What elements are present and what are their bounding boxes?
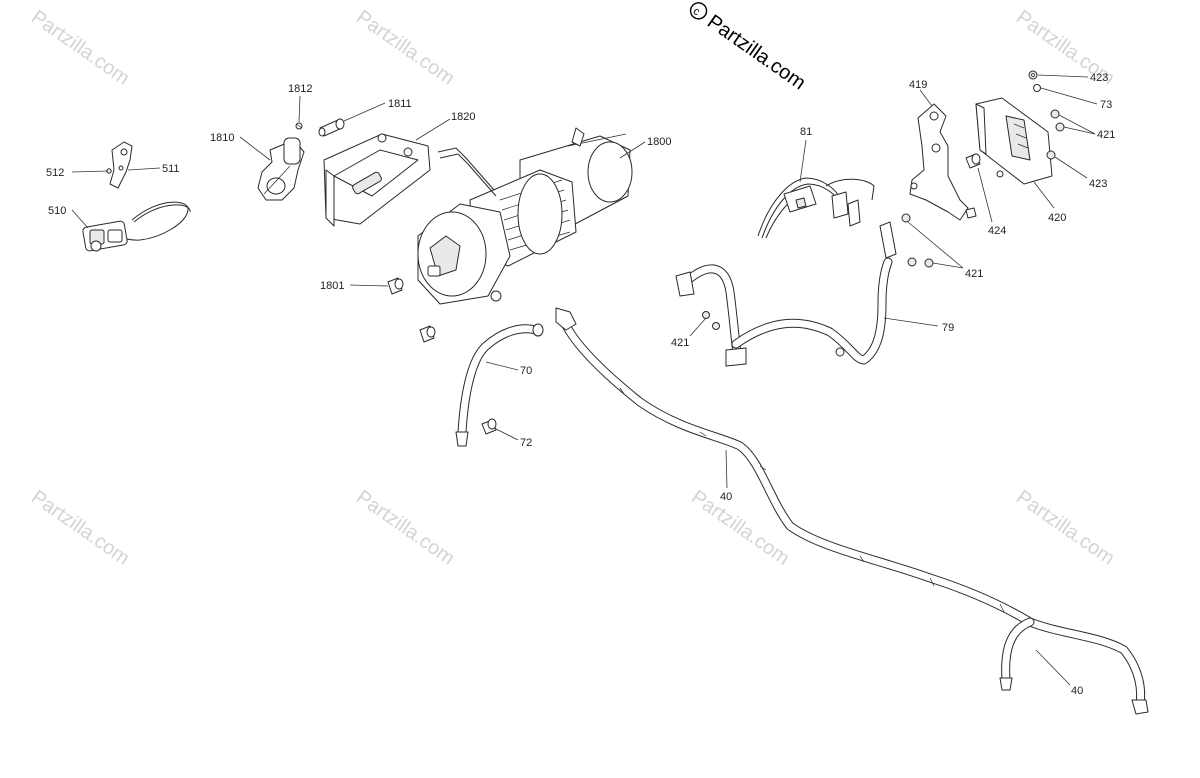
- callout-420: 420: [1048, 212, 1066, 224]
- part-419-bracket: [909, 103, 969, 221]
- callout-labels: 512 511 510 1810 1812 1811 1820 1800 180…: [46, 72, 1115, 697]
- part-79-cable: [675, 221, 897, 367]
- brand-watermark: c Partzilla.com: [689, 2, 810, 95]
- part-73-washer: [1033, 84, 1041, 92]
- part-424-bolt: [965, 153, 981, 219]
- part-423-nut: [1028, 70, 1038, 80]
- part-420-solenoid: [975, 97, 1053, 185]
- callout-512: 512: [46, 167, 64, 179]
- callout-423: 423: [1090, 72, 1108, 84]
- callout-73: 73: [1100, 99, 1112, 111]
- part-81-harness: [757, 177, 875, 239]
- callout-40: 40: [720, 491, 732, 503]
- watermark-text: Partzilla.com: [27, 6, 133, 90]
- callout-1800: 1800: [647, 136, 671, 148]
- callout-1811: 1811: [388, 98, 412, 110]
- callout-1801: 1801: [320, 280, 344, 292]
- callout-421-mid: 421: [965, 268, 983, 280]
- part-511-bracket: [109, 141, 133, 189]
- brand-text: Partzilla.com: [703, 11, 809, 95]
- callout-511: 511: [162, 163, 180, 175]
- part-421-nut-3: [702, 311, 720, 330]
- part-40-cable: [555, 307, 1149, 715]
- part-1801-bolt-2: [419, 325, 436, 343]
- callout-421-left: 421: [671, 337, 689, 349]
- callout-72: 72: [520, 437, 532, 449]
- part-1801-bolt: [387, 277, 404, 295]
- part-421-nut-2: [901, 213, 934, 268]
- callout-424: 424: [988, 225, 1006, 237]
- callout-70: 70: [520, 365, 532, 377]
- watermark-text: Partzilla.com: [1012, 486, 1118, 570]
- part-72-bolt: [481, 418, 497, 435]
- callout-81: 81: [800, 126, 812, 138]
- part-70-cable: [455, 323, 544, 447]
- svg-text:c: c: [691, 5, 703, 18]
- callout-40-lower: 40: [1071, 685, 1083, 697]
- copyright-icon: [689, 2, 708, 20]
- part-510-switch: [82, 201, 191, 252]
- callout-510: 510: [48, 205, 66, 217]
- leader-lines: [71, 74, 1098, 686]
- callout-421: 421: [1097, 129, 1115, 141]
- part-1800-winch: [417, 127, 633, 305]
- watermark-text: Partzilla.com: [352, 6, 458, 90]
- callout-419: 419: [909, 79, 927, 91]
- watermark-text: Partzilla.com: [352, 486, 458, 570]
- callout-1812: 1812: [288, 83, 312, 95]
- part-423-nut-2: [1046, 150, 1056, 160]
- callout-423-lower: 423: [1089, 178, 1107, 190]
- watermark-layer: Partzilla.com Partzilla.com Partzilla.co…: [27, 6, 1118, 570]
- part-421-nut: [1050, 109, 1065, 132]
- callout-1820: 1820: [451, 111, 475, 123]
- part-1812-pin: [295, 122, 303, 130]
- part-1820-fairlead: [323, 133, 431, 227]
- callout-79: 79: [942, 322, 954, 334]
- callout-1810: 1810: [210, 132, 234, 144]
- watermark-text: Partzilla.com: [27, 486, 133, 570]
- part-1810-hook: [257, 137, 305, 201]
- part-1811-bolt: [318, 118, 345, 137]
